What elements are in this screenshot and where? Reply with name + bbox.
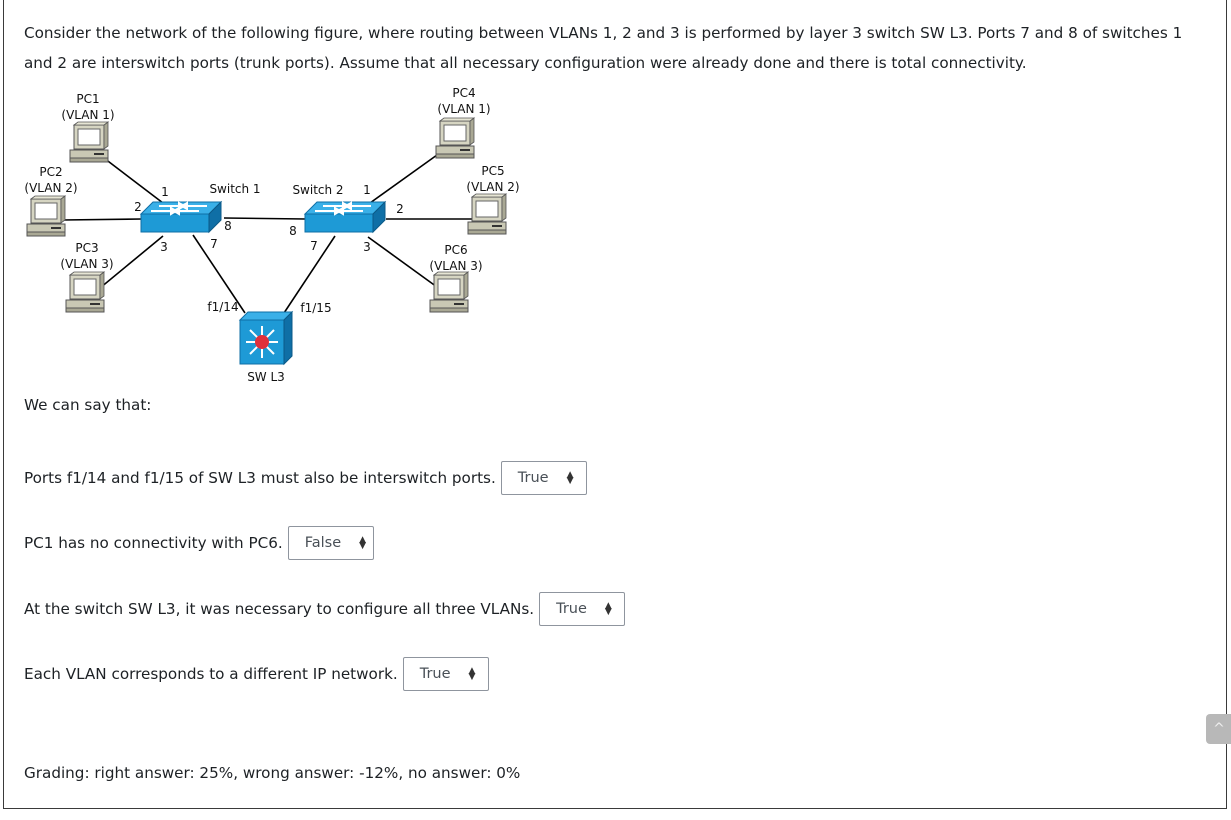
pc2-icon [26, 195, 66, 237]
switch2-label: Switch 2 [292, 183, 343, 197]
answer-select-4[interactable]: True ▲▼ [402, 657, 489, 691]
swl3-label: SW L3 [247, 370, 285, 384]
statement-3: At the switch SW L3, it was necessary to… [24, 592, 626, 626]
select-arrows-icon: ▲▼ [566, 470, 574, 486]
question-frame [3, 0, 1227, 809]
question-prompt: We can say that: [24, 396, 152, 414]
pc3-vlan: (VLAN 3) [60, 257, 113, 271]
answer-select-2-value: False [304, 535, 342, 551]
s1-port-1: 1 [161, 185, 169, 199]
answer-select-3-value: True [556, 601, 587, 617]
s2-port-2: 2 [396, 202, 404, 216]
statement-4-text: Each VLAN corresponds to a different IP … [24, 665, 398, 683]
grading-info: Grading: right answer: 25%, wrong answer… [24, 764, 521, 782]
s2-port-8: 8 [289, 224, 297, 238]
pc4-vlan: (VLAN 1) [437, 102, 490, 116]
statement-2-text: PC1 has no connectivity with PC6. [24, 534, 283, 552]
switch1-icon [140, 201, 222, 233]
switch1-label: Switch 1 [209, 182, 260, 196]
swl3-icon [238, 310, 294, 366]
answer-select-2[interactable]: False ▲▼ [287, 526, 374, 560]
answer-select-3[interactable]: True ▲▼ [539, 592, 626, 626]
statement-1: Ports f1/14 and f1/15 of SW L3 must also… [24, 461, 587, 495]
diagram-links [61, 154, 473, 314]
network-diagram: PC1 (VLAN 1) PC2 (VLAN 2) PC3 (VLAN 3) P… [24, 86, 519, 384]
pc3-icon [65, 271, 105, 313]
statement-3-text: At the switch SW L3, it was necessary to… [24, 600, 535, 618]
select-arrows-icon: ▲▼ [468, 666, 476, 682]
pc5-label: PC5 [481, 164, 504, 178]
pc1-icon [69, 121, 109, 163]
answer-select-1[interactable]: True ▲▼ [500, 461, 587, 495]
pc6-label: PC6 [444, 243, 467, 257]
s1-port-8: 8 [224, 219, 232, 233]
question-intro: Consider the network of the following fi… [24, 24, 1183, 72]
s2-port-1: 1 [363, 183, 371, 197]
statement-1-text: Ports f1/14 and f1/15 of SW L3 must also… [24, 469, 496, 487]
pc2-label: PC2 [39, 165, 62, 179]
scroll-to-top-button[interactable]: ^ [1206, 714, 1231, 744]
s2-port-7: 7 [310, 239, 318, 253]
select-arrows-icon: ▲▼ [359, 535, 367, 551]
answer-select-1-value: True [517, 470, 549, 486]
pc5-icon [467, 193, 507, 235]
s2-port-3: 3 [363, 240, 371, 254]
swl3-port-f1-15: f1/15 [300, 301, 331, 315]
pc4-label: PC4 [452, 86, 475, 100]
pc2-vlan: (VLAN 2) [24, 181, 77, 195]
swl3-port-f1-14: f1/14 [207, 300, 238, 314]
s1-port-2: 2 [134, 200, 142, 214]
pc6-icon [429, 271, 469, 313]
chevron-up-icon: ^ [1213, 721, 1225, 737]
answer-select-4-value: True [419, 666, 451, 682]
select-arrows-icon: ▲▼ [604, 601, 612, 617]
pc6-vlan: (VLAN 3) [429, 259, 482, 273]
pc5-vlan: (VLAN 2) [466, 180, 519, 194]
s1-port-7: 7 [210, 237, 218, 251]
pc3-label: PC3 [75, 241, 98, 255]
pc1-label: PC1 [76, 92, 99, 106]
pc4-icon [435, 117, 475, 159]
s1-port-3: 3 [160, 240, 168, 254]
switch2-icon [304, 201, 386, 233]
statement-2: PC1 has no connectivity with PC6. False … [24, 526, 374, 560]
pc1-vlan: (VLAN 1) [61, 108, 114, 122]
statement-4: Each VLAN corresponds to a different IP … [24, 657, 489, 691]
